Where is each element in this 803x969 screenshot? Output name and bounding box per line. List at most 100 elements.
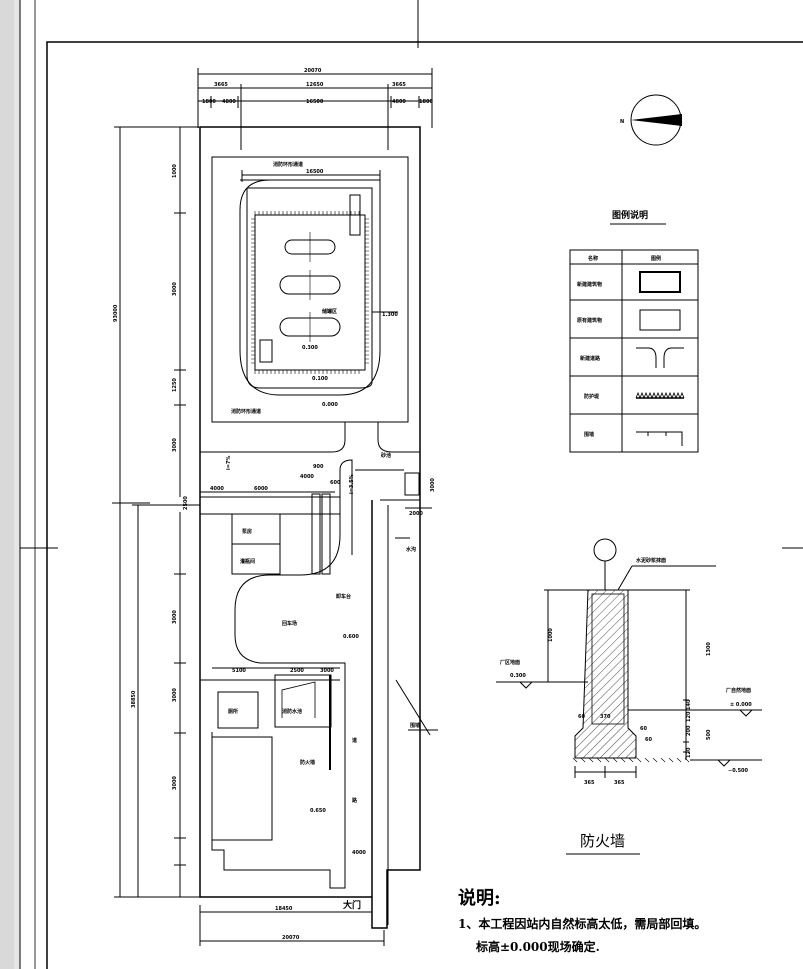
new-road-icon (636, 347, 684, 368)
elev-yard: 0.650 (310, 808, 326, 814)
firewall-dim: 370 (600, 714, 611, 720)
dim-process: 4000 (300, 474, 314, 480)
firewall-top-note: 水泥砂浆抹面 (635, 557, 666, 564)
dim-process: 600 (330, 480, 341, 486)
legend-row-name: 新建道路 (580, 355, 601, 362)
dim-sand-pool: 3000 (430, 478, 436, 492)
dim-left: 3000 (172, 438, 178, 452)
enclosure-wall-icon (636, 431, 683, 446)
legend-row-name: 原有建筑物 (577, 317, 602, 324)
label-fire-road-bottom: 消防环形通道 (231, 408, 261, 415)
north-arrow-icon: N (620, 94, 682, 146)
label-turnaround: 回车场 (282, 620, 297, 627)
dim-top-total: 20070 (304, 68, 322, 74)
dim-lower: 5100 (232, 668, 246, 674)
slope-right: i=3.5% (349, 474, 355, 494)
existing-building-icon (639, 309, 681, 331)
firewall-dim: 1300 (706, 642, 712, 656)
label-unload-platform: 卸车台 (336, 593, 351, 600)
label-enclosure: 围墙 (410, 722, 420, 729)
legend-row-name: 防护堤 (584, 393, 600, 400)
embankment-icon (635, 391, 685, 400)
dim-left: 3000 (172, 610, 178, 624)
label-firewall: 防火墙 (300, 759, 315, 766)
dim-top: 4800 (222, 99, 236, 105)
elev-tank-mid: 0.300 (302, 345, 318, 351)
north-label: N (620, 119, 624, 125)
legend-table: 图例说明 名称 图例 新建建筑物 原有建筑物 新建道路 防护堤 围墙 (569, 209, 699, 453)
elev-tank-right: 1.300 (382, 312, 398, 318)
dim-left: 1000 (172, 164, 178, 178)
dim-process: 4000 (210, 486, 224, 492)
notes-block: 说明: 1、本工程因站内自然标高太低，需局部回填。 标高±0.000现场确定. (458, 887, 706, 954)
firewall-bottom-elev: −0.500 (728, 768, 749, 774)
firewall-dim: 365 (584, 780, 595, 786)
dim-process: 900 (313, 464, 324, 470)
label-road-char2: 路 (352, 797, 358, 804)
label-road-char1: 道 (352, 737, 357, 744)
legend-title: 图例说明 (612, 209, 648, 221)
label-fire-road-top: 消防环形通道 (273, 161, 303, 168)
dim-top: 16500 (306, 99, 324, 105)
firewall-dim: 200 (686, 725, 692, 736)
firewall-section: 水泥砂浆抹面 厂区地面 0.300 厂自然地面 ± 0.000 −0.500 1… (496, 538, 762, 855)
dim-top: 1800 (419, 99, 433, 105)
firewall-title: 防火墙 (580, 832, 625, 850)
firewall-dim: 120 (686, 747, 692, 758)
firewall-dim: 1000 (548, 628, 554, 642)
firewall-dim: 500 (706, 729, 712, 740)
label-gate: 大门 (343, 899, 361, 911)
firewall-left-elev: 0.300 (510, 673, 526, 679)
dim-process: 2500 (183, 496, 189, 510)
label-tank-area: 储罐区 (322, 308, 337, 315)
firewall-right-elev: ± 0.000 (730, 702, 752, 708)
dim-left: 3000 (172, 282, 178, 296)
dim-lower: 2500 (290, 668, 304, 674)
notes-line-1: 1、本工程因站内自然标高太低，需局部回填。 (458, 916, 706, 931)
dim-top: 4800 (392, 99, 406, 105)
label-ditch: 水沟 (405, 546, 416, 553)
label-fire-pool: 消防水池 (282, 708, 302, 715)
elev-road: 0.000 (322, 402, 338, 408)
dim-lower: 3000 (172, 688, 178, 702)
dim-top: 3665 (214, 82, 228, 88)
dim-top: 1800 (202, 99, 216, 105)
drawing-frame (46, 41, 803, 969)
dim-left-outer: 93000 (113, 304, 119, 322)
dim-lower: 3000 (172, 776, 178, 790)
firewall-dim: 120 (686, 711, 692, 722)
firewall-left-label: 厂区地面 (500, 659, 520, 666)
label-cylinder-room: 灌瓶间 (240, 558, 255, 565)
dim-small: 2000 (409, 511, 423, 517)
site-plan (112, 68, 438, 946)
legend-row-name: 围墙 (584, 431, 594, 438)
dim-top: 3665 (392, 82, 406, 88)
legend-row-name: 新建建筑物 (577, 281, 602, 288)
firewall-dim: 60 (645, 737, 652, 743)
elev-turnaround: 0.600 (343, 634, 359, 640)
firewall-dim: 60 (578, 714, 585, 720)
legend-header-icon: 图例 (651, 255, 661, 262)
dim-bottom-inner: 18450 (275, 906, 293, 912)
firewall-dim: 140 (686, 699, 692, 710)
legend-header-name: 名称 (588, 255, 598, 262)
label-toilet: 厕所 (228, 708, 238, 715)
label-pump-room: 泵房 (242, 528, 252, 535)
firewall-dim: 365 (614, 780, 625, 786)
dim-lower: 3000 (320, 668, 334, 674)
slope-left: i=7% (226, 456, 232, 470)
dim-top: 12650 (306, 82, 324, 88)
dim-process: 6000 (254, 486, 268, 492)
notes-heading: 说明: (458, 887, 501, 909)
dim-left: 1250 (172, 378, 178, 392)
notes-line-2: 标高±0.000现场确定. (475, 939, 600, 954)
elev-tank-low: 0.100 (312, 376, 328, 382)
dim-tank-top: 16500 (306, 169, 324, 175)
dim-bottom-outer: 20070 (282, 935, 300, 941)
firewall-dim: 60 (640, 726, 647, 732)
dim-left-lower: 38850 (131, 690, 137, 708)
site-labels: 消防环形通道 消防环形通道 储罐区 1.300 0.300 0.100 0.00… (113, 68, 436, 941)
firewall-right-label: 厂自然地面 (726, 687, 751, 694)
label-sand-pool: 砂池 (381, 452, 391, 459)
